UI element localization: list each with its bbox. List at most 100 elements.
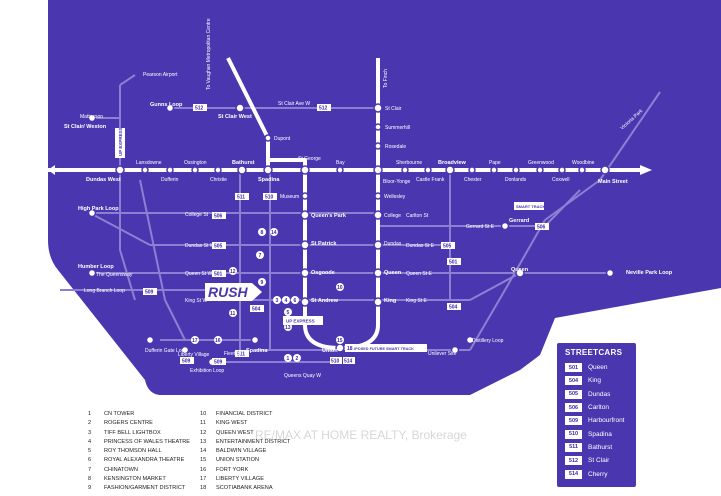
station-st-andrew[interactable] bbox=[300, 297, 310, 307]
station-castle-frank[interactable] bbox=[424, 166, 432, 174]
station-chester[interactable] bbox=[468, 166, 476, 174]
poi-marker-label: 4 bbox=[285, 298, 288, 304]
station-queens-park[interactable] bbox=[300, 210, 310, 220]
station-college[interactable] bbox=[373, 210, 383, 220]
station-spadina-south[interactable] bbox=[250, 335, 260, 345]
station-osgoode[interactable] bbox=[300, 268, 310, 278]
poi-marker-label: 18 bbox=[347, 346, 353, 352]
route-badge: 511 bbox=[237, 195, 245, 201]
station-pape[interactable] bbox=[490, 166, 498, 174]
station-bloor-yonge[interactable] bbox=[373, 165, 383, 175]
station-distillery-loop[interactable] bbox=[465, 335, 475, 345]
station-dufferin[interactable] bbox=[166, 166, 174, 174]
station-lansdowne[interactable] bbox=[141, 166, 149, 174]
poi-number: 15 bbox=[200, 457, 207, 464]
station-gunns-loop[interactable] bbox=[165, 103, 175, 113]
station-st-clair-weston[interactable] bbox=[87, 113, 97, 123]
station-high-park-loop[interactable] bbox=[87, 208, 97, 218]
station-unilever-site[interactable] bbox=[450, 345, 460, 355]
station-dupont[interactable] bbox=[264, 134, 272, 142]
poi-marker-label: 7 bbox=[259, 253, 262, 259]
poi-marker-label: 10 bbox=[337, 285, 343, 291]
poi-number: 14 bbox=[200, 448, 207, 455]
label-st-andrew: St Andrew bbox=[311, 298, 339, 304]
station-sherbourne[interactable] bbox=[401, 166, 409, 174]
route-badge: 510 bbox=[331, 359, 340, 365]
poi-number: 1 bbox=[88, 411, 92, 417]
station-king[interactable] bbox=[373, 297, 383, 307]
station-wellesley[interactable] bbox=[374, 192, 382, 200]
poi-name: SCOTIABANK ARENA bbox=[216, 485, 273, 492]
poi-number: 2 bbox=[88, 420, 92, 427]
legend-route-name: Carlton bbox=[588, 404, 609, 412]
station-broadview[interactable] bbox=[445, 165, 455, 175]
station-humber-loop[interactable] bbox=[87, 268, 97, 278]
station-queen[interactable] bbox=[373, 268, 383, 278]
poi-name: FINANCIAL DISTRICT bbox=[216, 411, 273, 417]
label-fleet-st: Fleet St bbox=[224, 351, 242, 357]
label-castle-frank: Castle Frank bbox=[416, 177, 445, 183]
label-high-park-loop: High Park Loop bbox=[78, 206, 119, 212]
station-st-clair[interactable] bbox=[373, 103, 383, 113]
station-coxwell[interactable] bbox=[558, 166, 566, 174]
station-neville-park-loop[interactable] bbox=[605, 268, 615, 278]
poi-number: 16 bbox=[200, 466, 207, 473]
label-mattesson: Mattesson bbox=[80, 114, 103, 120]
route-badge: 501 bbox=[214, 272, 223, 278]
station-markers bbox=[87, 103, 615, 367]
station-woodbine[interactable] bbox=[578, 166, 586, 174]
poi-marker-label: 17 bbox=[192, 338, 198, 344]
station-gerrard[interactable] bbox=[500, 221, 510, 231]
legend-route-number: 505 bbox=[565, 389, 582, 399]
label-distillery-loop: Distillery Loop bbox=[472, 338, 504, 344]
label-main-street-1: Main Street bbox=[598, 179, 628, 185]
label-long-branch-loop: Long Branch Loop bbox=[84, 288, 125, 294]
route-badges: 512 512 511 510 506 505 501 504 509 506 … bbox=[143, 104, 549, 366]
station-st-clair-west[interactable] bbox=[235, 103, 245, 113]
station-greenwood[interactable] bbox=[536, 166, 544, 174]
legend-route-name: Harbourfront bbox=[588, 417, 625, 425]
station-donlands[interactable] bbox=[512, 166, 520, 174]
station-queen-east[interactable] bbox=[515, 268, 525, 278]
label-dundas: Dundas bbox=[384, 241, 402, 247]
station-main-street[interactable] bbox=[600, 165, 610, 175]
poi-name: CHINATOWN bbox=[104, 466, 138, 473]
label-dufferin-gate-loop: Dufferin Gate Loop bbox=[145, 348, 187, 354]
legend-route-number: 510 bbox=[565, 429, 582, 439]
poi-name: UNION STATION bbox=[216, 457, 259, 464]
legend-route-number: 512 bbox=[565, 456, 582, 466]
station-christie[interactable] bbox=[214, 166, 222, 174]
poi-name: ENTERTAINMENT DISTRICT bbox=[216, 438, 291, 445]
poi-marker-label: 15 bbox=[337, 338, 343, 344]
station-bathurst[interactable] bbox=[237, 165, 247, 175]
station-dundas-west[interactable] bbox=[115, 165, 125, 175]
route-badge: 509 bbox=[145, 290, 154, 296]
station-summerhill[interactable] bbox=[374, 123, 382, 131]
station-dundas[interactable] bbox=[373, 240, 383, 250]
poi-name: KENSINGTON MARKET bbox=[104, 476, 166, 483]
station-bay[interactable] bbox=[336, 166, 344, 174]
station-st-patrick[interactable] bbox=[300, 240, 310, 250]
station-st-george[interactable] bbox=[300, 165, 310, 175]
station-rosedale[interactable] bbox=[374, 142, 382, 150]
poi-number: 13 bbox=[200, 438, 207, 445]
station-museum[interactable] bbox=[301, 192, 309, 200]
legend-route-name: Dundas bbox=[588, 390, 611, 398]
poi-item: 13 ENTERTAINMENT DISTRICT bbox=[200, 438, 290, 447]
label-queen: Queen bbox=[384, 270, 402, 276]
station-dufferin-gate-loop[interactable] bbox=[145, 335, 155, 345]
label-osgoode: Osgoode bbox=[311, 270, 335, 276]
station-liberty-village[interactable] bbox=[180, 345, 190, 355]
station-spadina[interactable] bbox=[263, 165, 273, 175]
station-ossington[interactable] bbox=[191, 166, 199, 174]
